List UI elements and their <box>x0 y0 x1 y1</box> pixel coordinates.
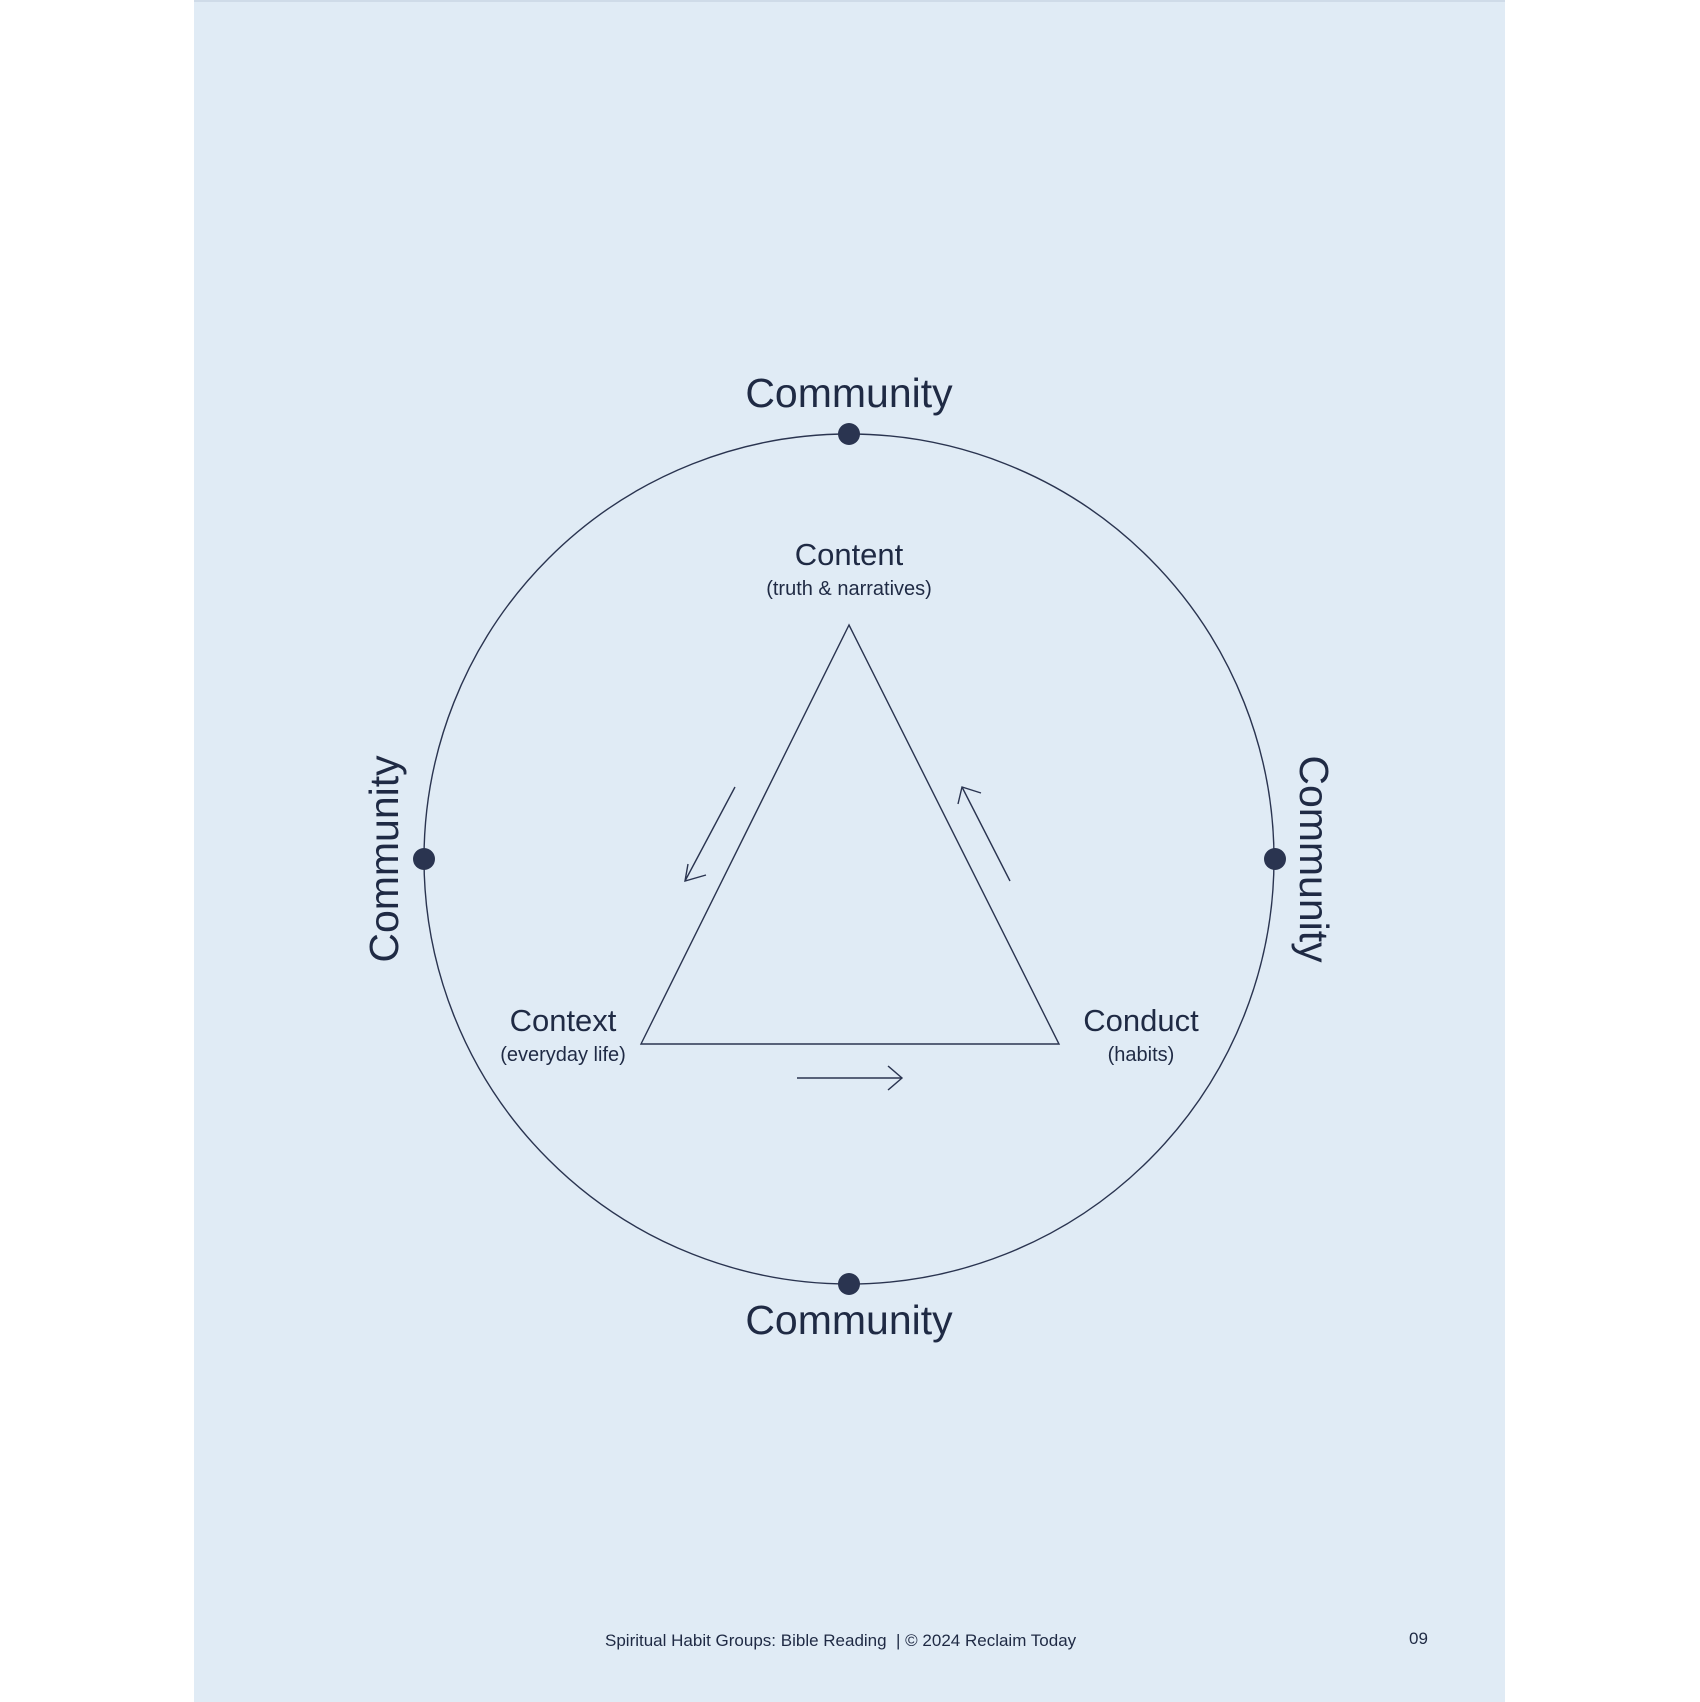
community-label-right: Community <box>1291 755 1337 963</box>
page-background <box>194 0 1505 1702</box>
page-number: 09 <box>1409 1629 1428 1648</box>
content-subtitle: (truth & narratives) <box>766 578 932 600</box>
community-label-left: Community <box>361 755 407 963</box>
arrow-content-to-context <box>684 786 736 882</box>
habit-triangle <box>639 623 1061 1045</box>
community-label-top: Community <box>745 370 953 416</box>
context-subtitle: (everyday life) <box>500 1044 626 1066</box>
community-label-bottom: Community <box>745 1297 953 1343</box>
context-title: Context <box>510 1003 617 1038</box>
community-dot-bottom <box>838 1273 860 1295</box>
community-dot-top <box>838 423 860 445</box>
arrow-context-to-conduct <box>797 1065 904 1091</box>
community-dot-right <box>1264 848 1286 870</box>
conduct-title: Conduct <box>1083 1003 1199 1038</box>
content-title: Content <box>795 537 904 572</box>
conduct-subtitle: (habits) <box>1108 1044 1175 1066</box>
arrow-conduct-to-content <box>957 786 1011 882</box>
community-dot-left <box>413 848 435 870</box>
footer-text: Spiritual Habit Groups: Bible Reading | … <box>605 1631 1077 1650</box>
